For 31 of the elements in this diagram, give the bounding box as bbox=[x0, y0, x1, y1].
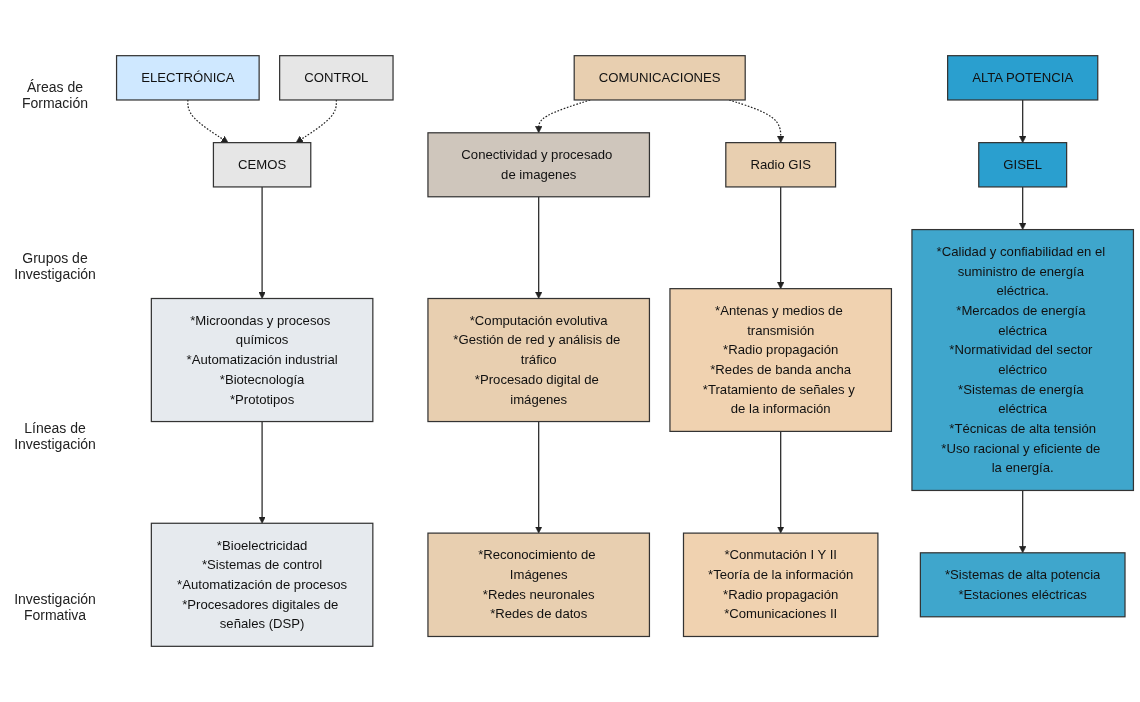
node-box: Radio GIS bbox=[725, 142, 837, 188]
node-box: ELECTRÓNICA bbox=[115, 55, 260, 101]
arrow bbox=[187, 99, 229, 143]
node-box: COMUNICACIONES bbox=[573, 55, 746, 101]
arrow bbox=[777, 186, 785, 289]
node-box: CONTROL bbox=[279, 55, 394, 101]
node-box: Conectividad y procesado de imagenes bbox=[427, 132, 651, 198]
node-box: CEMOS bbox=[212, 142, 312, 188]
node-box: *Computación evolutiva *Gestión de red y análisis de tráfico *Procesado digital de imágenes bbox=[427, 297, 651, 423]
arrow bbox=[1019, 489, 1027, 554]
arrow bbox=[258, 186, 266, 299]
row-label: Grupos de Investigación bbox=[13, 249, 97, 282]
node-box: *Conmutación I Y II *Teoría de la información *Radio propagación *Comunicaciones II bbox=[682, 532, 879, 638]
node-box: *Calidad y confiabilidad en el suministro de energía eléctrica. *Mercados de energía eléctrica *Normatividad del sector eléctrico *Sistemas de energía eléctrica *Técnicas de alta tensión *Uso racional y eficiente de la energía. bbox=[911, 228, 1135, 492]
node-box: *Reconocimiento de Imágenes *Redes neuronales *Redes de datos bbox=[427, 532, 651, 638]
node-box: GISEL bbox=[978, 142, 1068, 188]
row-label: Líneas de Investigación bbox=[13, 420, 97, 453]
arrow bbox=[295, 99, 337, 143]
arrow bbox=[535, 196, 543, 299]
node-box: *Bioelectricidad *Sistemas de control *Automatización de procesos *Procesadores digitales de señales (DSP) bbox=[150, 522, 374, 647]
arrow bbox=[1019, 186, 1027, 230]
node-box: ALTA POTENCIA bbox=[947, 55, 1099, 101]
node-box: *Antenas y medios de transmisión *Radio propagación *Redes de banda ancha *Tratamiento de señales y de la información bbox=[669, 288, 893, 432]
node-box: *Sistemas de alta potencia *Estaciones eléctricas bbox=[919, 552, 1126, 618]
row-label: Áreas de Formación bbox=[20, 79, 90, 112]
arrow bbox=[1019, 99, 1027, 143]
arrow bbox=[535, 420, 543, 534]
arrow bbox=[258, 420, 266, 524]
arrow bbox=[777, 430, 785, 534]
row-label: Investigación Formativa bbox=[13, 590, 97, 623]
node-box: *Microondas y procesos químicos *Automatización industrial *Biotecnología *Prototipos bbox=[150, 297, 374, 423]
